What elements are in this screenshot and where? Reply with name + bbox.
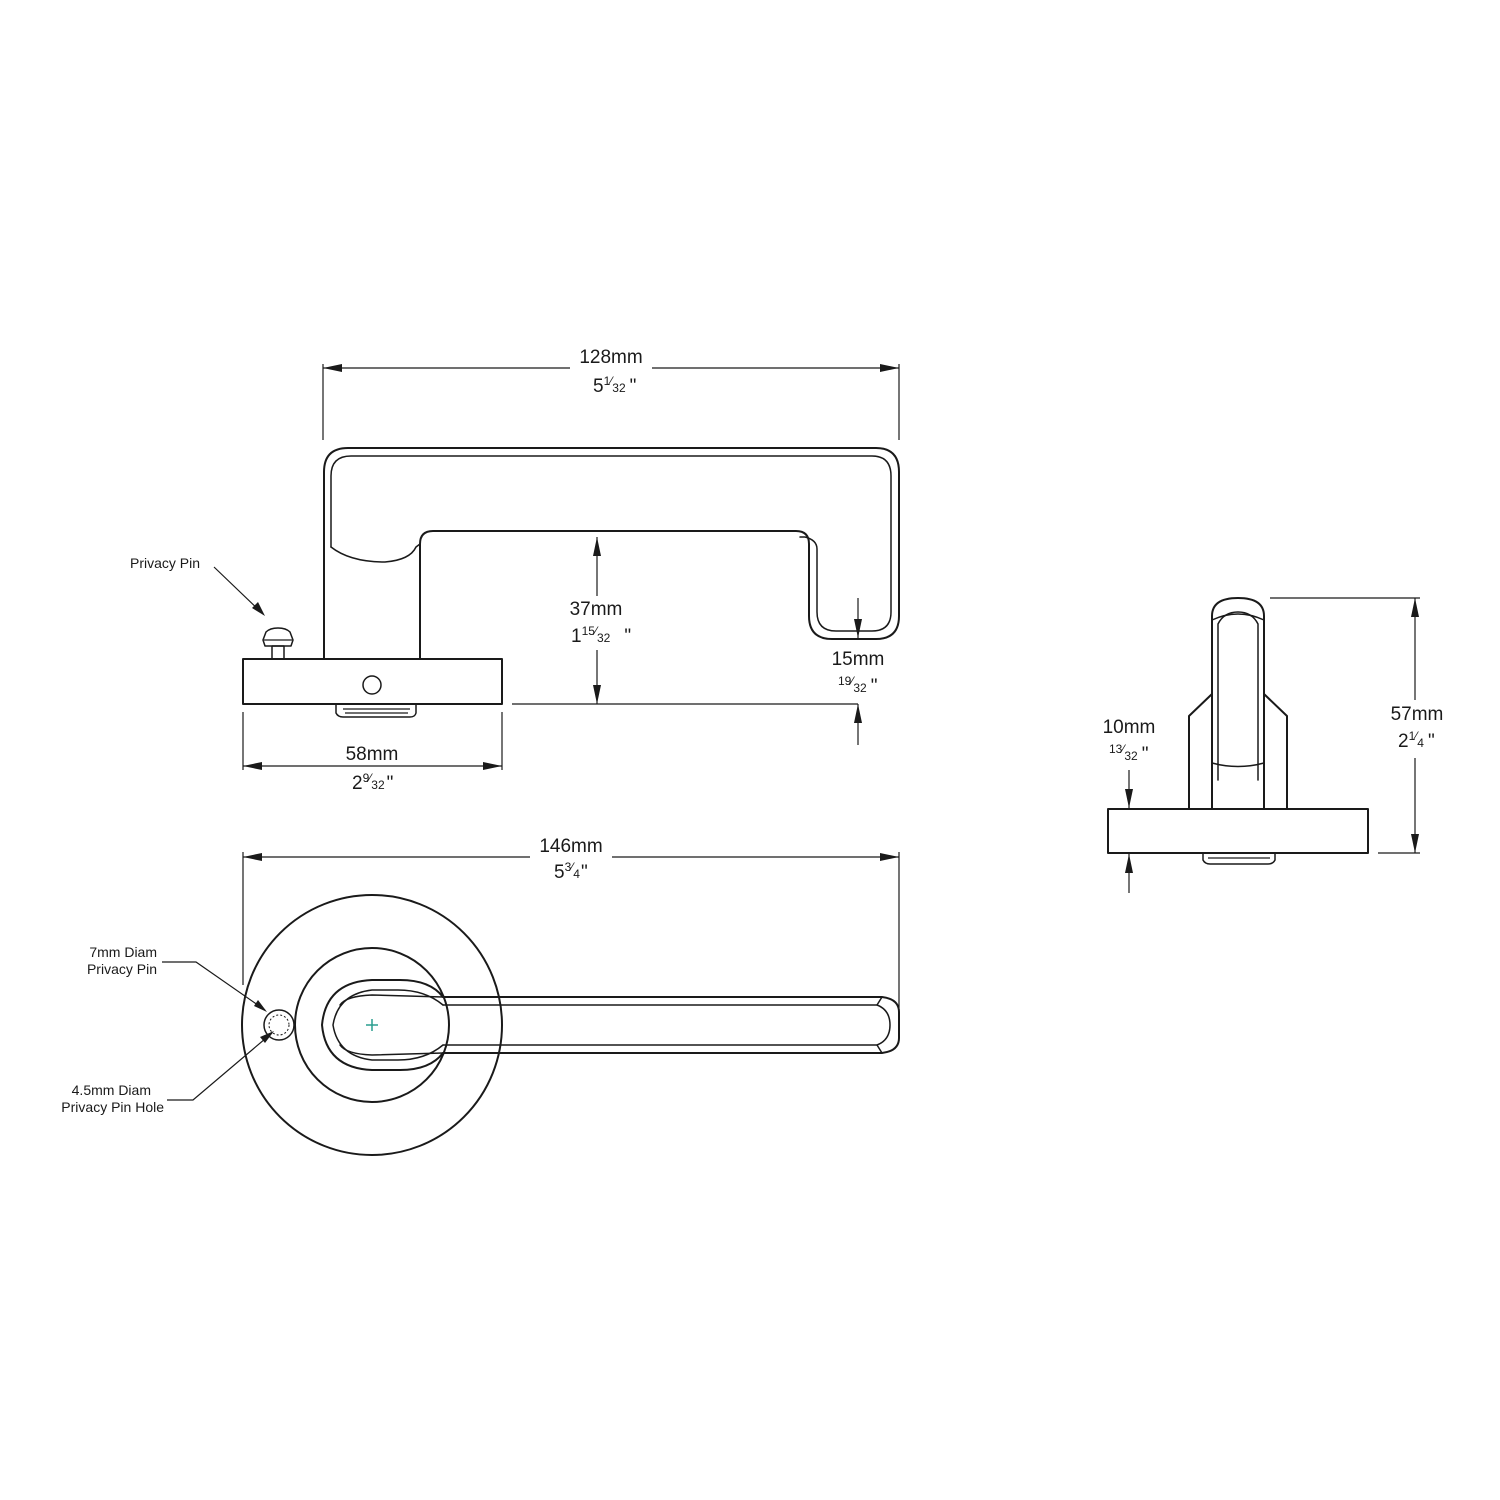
privacy-pin-label: Privacy Pin [130,555,200,571]
dim-15mm [854,598,862,745]
dim-128mm [322,364,900,440]
dim-128mm-inch: 51⁄32" [593,374,636,397]
top-view [162,852,900,1156]
side-lever-outline [323,447,900,660]
top-privacy-pin-hole [268,1014,290,1036]
privacy-pin-shape [262,627,294,660]
top-rose-inner [294,947,450,1103]
dim-10mm-inch: 13⁄32" [1109,742,1148,765]
top-privacy-pin [263,1009,295,1041]
dim-146mm-label: 146mm [539,836,602,857]
top-rose-outer [241,894,503,1156]
dim-10mm-label: 10mm [1103,717,1156,738]
end-neck [1188,693,1213,810]
side-rose-base [242,658,503,705]
dim-58mm [242,712,503,770]
top-lever-hub [321,979,444,1071]
dim-57mm [1270,597,1420,854]
pin-diam-label-1: 7mm Diam [89,944,157,960]
dim-15mm-label: 15mm [832,649,885,670]
dim-57mm-label: 57mm [1391,704,1444,725]
dim-58mm-label: 58mm [346,744,399,765]
dim-15mm-inch: 19⁄32" [838,674,877,697]
side-lever-inner [330,455,892,632]
dim-58mm-inch: 29⁄32" [352,771,393,794]
dim-146mm [242,852,900,1008]
side-rose-hole [362,675,382,695]
end-rose-base [1107,808,1369,854]
dim-128mm-label: 128mm [579,347,642,368]
dim-146mm-inch: 53⁄4" [554,860,588,883]
dim-10mm [1125,770,1133,893]
top-lever-bar [442,996,900,1054]
pin-hole-label-2: Privacy Pin Hole [61,1099,164,1115]
center-mark [366,1019,378,1031]
pin-diam-label-2: Privacy Pin [87,961,157,977]
dim-37mm-inch: 115⁄32" [571,624,631,647]
pin-hole-label-1: 4.5mm Diam [72,1082,151,1098]
dim-37mm [512,537,858,705]
end-view [1107,597,1420,893]
end-lever-outline [1211,597,1265,810]
side-spindle-plate [335,703,417,718]
side-view [213,364,900,770]
dim-57mm-inch: 21⁄4" [1398,729,1435,752]
dim-37mm-label: 37mm [570,599,623,620]
